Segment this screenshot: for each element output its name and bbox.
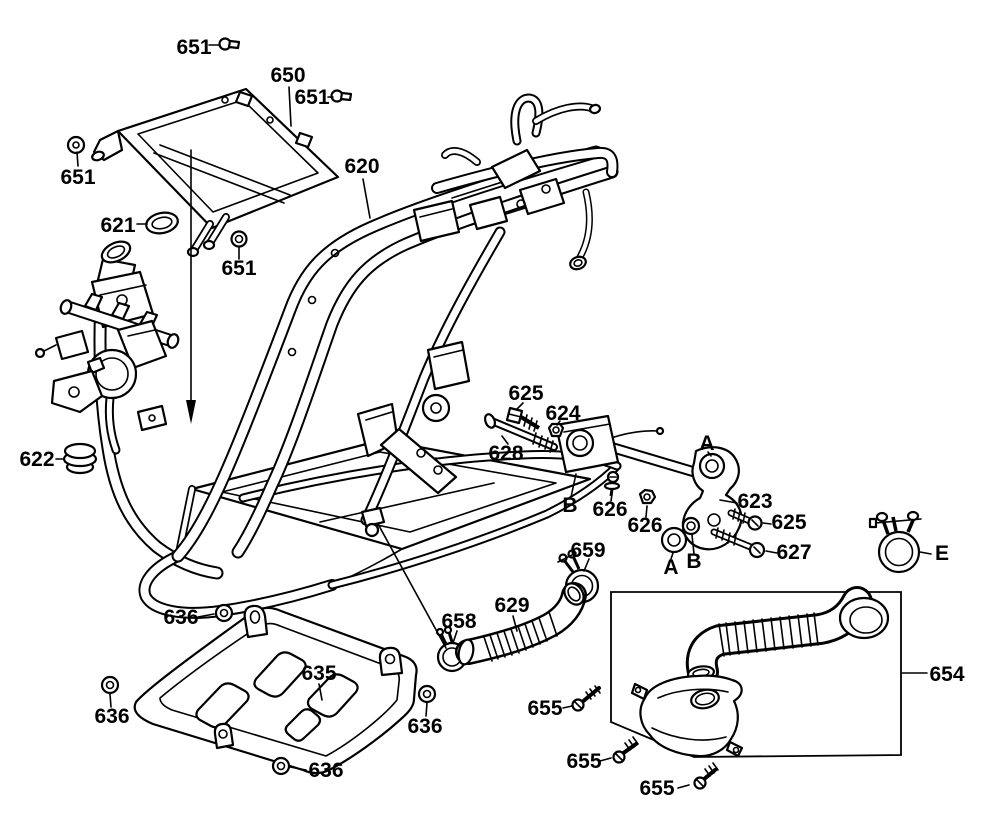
part-635-under-cover — [133, 604, 418, 775]
callout-659: 659 — [570, 539, 605, 562]
part-625-bolt-b — [727, 508, 763, 531]
callout-625-a: 625 — [508, 382, 543, 405]
pivot-a-bottom — [660, 526, 688, 554]
callout-636-b: 636 — [94, 705, 129, 728]
callout-651-b: 651 — [294, 86, 329, 109]
callout-655-b: 655 — [566, 750, 601, 773]
part-625-bolt-a — [505, 406, 541, 432]
callout-636-d: 636 — [308, 759, 343, 782]
callout-626-b: 626 — [627, 514, 662, 537]
callout-655-a: 655 — [527, 697, 562, 720]
part-fuel-valve-assembly — [34, 240, 180, 450]
callout-a-b: A — [663, 556, 678, 579]
part-655-screws — [571, 685, 719, 790]
part-624-nut — [547, 422, 565, 438]
part-629-air-intake-hose — [457, 580, 588, 666]
callout-b-b: B — [686, 550, 701, 573]
callout-655-c: 655 — [639, 777, 674, 800]
part-e-band-clamp — [868, 510, 922, 574]
callout-a-a: A — [699, 432, 714, 455]
callout-651-d: 651 — [221, 257, 256, 280]
part-628-bolt — [483, 413, 558, 453]
part-620-main-frame — [100, 98, 617, 613]
callout-651-a: 651 — [176, 36, 211, 59]
part-623-engine-hanger — [554, 414, 743, 554]
callout-622: 622 — [19, 448, 54, 471]
callout-621: 621 — [100, 214, 135, 237]
callout-620: 620 — [344, 155, 379, 178]
callout-628: 628 — [488, 442, 523, 465]
callout-624: 624 — [545, 402, 580, 425]
callout-629: 629 — [494, 594, 529, 617]
part-626-nut — [638, 488, 657, 505]
part-622-grommet — [62, 442, 98, 475]
pivot-a-top — [698, 452, 726, 480]
callout-e: E — [935, 542, 949, 565]
callout-658: 658 — [441, 610, 476, 633]
part-636-nuts — [100, 603, 437, 776]
part-627-bolt — [710, 527, 766, 559]
part-621-seal — [145, 211, 179, 235]
part-626-bolt — [603, 470, 621, 497]
callout-623: 623 — [737, 490, 772, 513]
callout-625-b: 625 — [771, 511, 806, 534]
part-654-air-cleaner-kit — [610, 592, 902, 758]
callout-654: 654 — [929, 663, 964, 686]
part-650-seat-bracket — [91, 87, 340, 424]
callout-627: 627 — [776, 541, 811, 564]
callout-b-a: B — [562, 494, 577, 517]
leader-lines — [55, 44, 932, 789]
callout-636-c: 636 — [407, 715, 442, 738]
bushing-b — [681, 516, 701, 536]
callout-650: 650 — [270, 64, 305, 87]
callout-626-a: 626 — [592, 498, 627, 521]
callout-635: 635 — [301, 662, 336, 685]
callout-636-a: 636 — [163, 606, 198, 629]
callout-651-c: 651 — [60, 166, 95, 189]
